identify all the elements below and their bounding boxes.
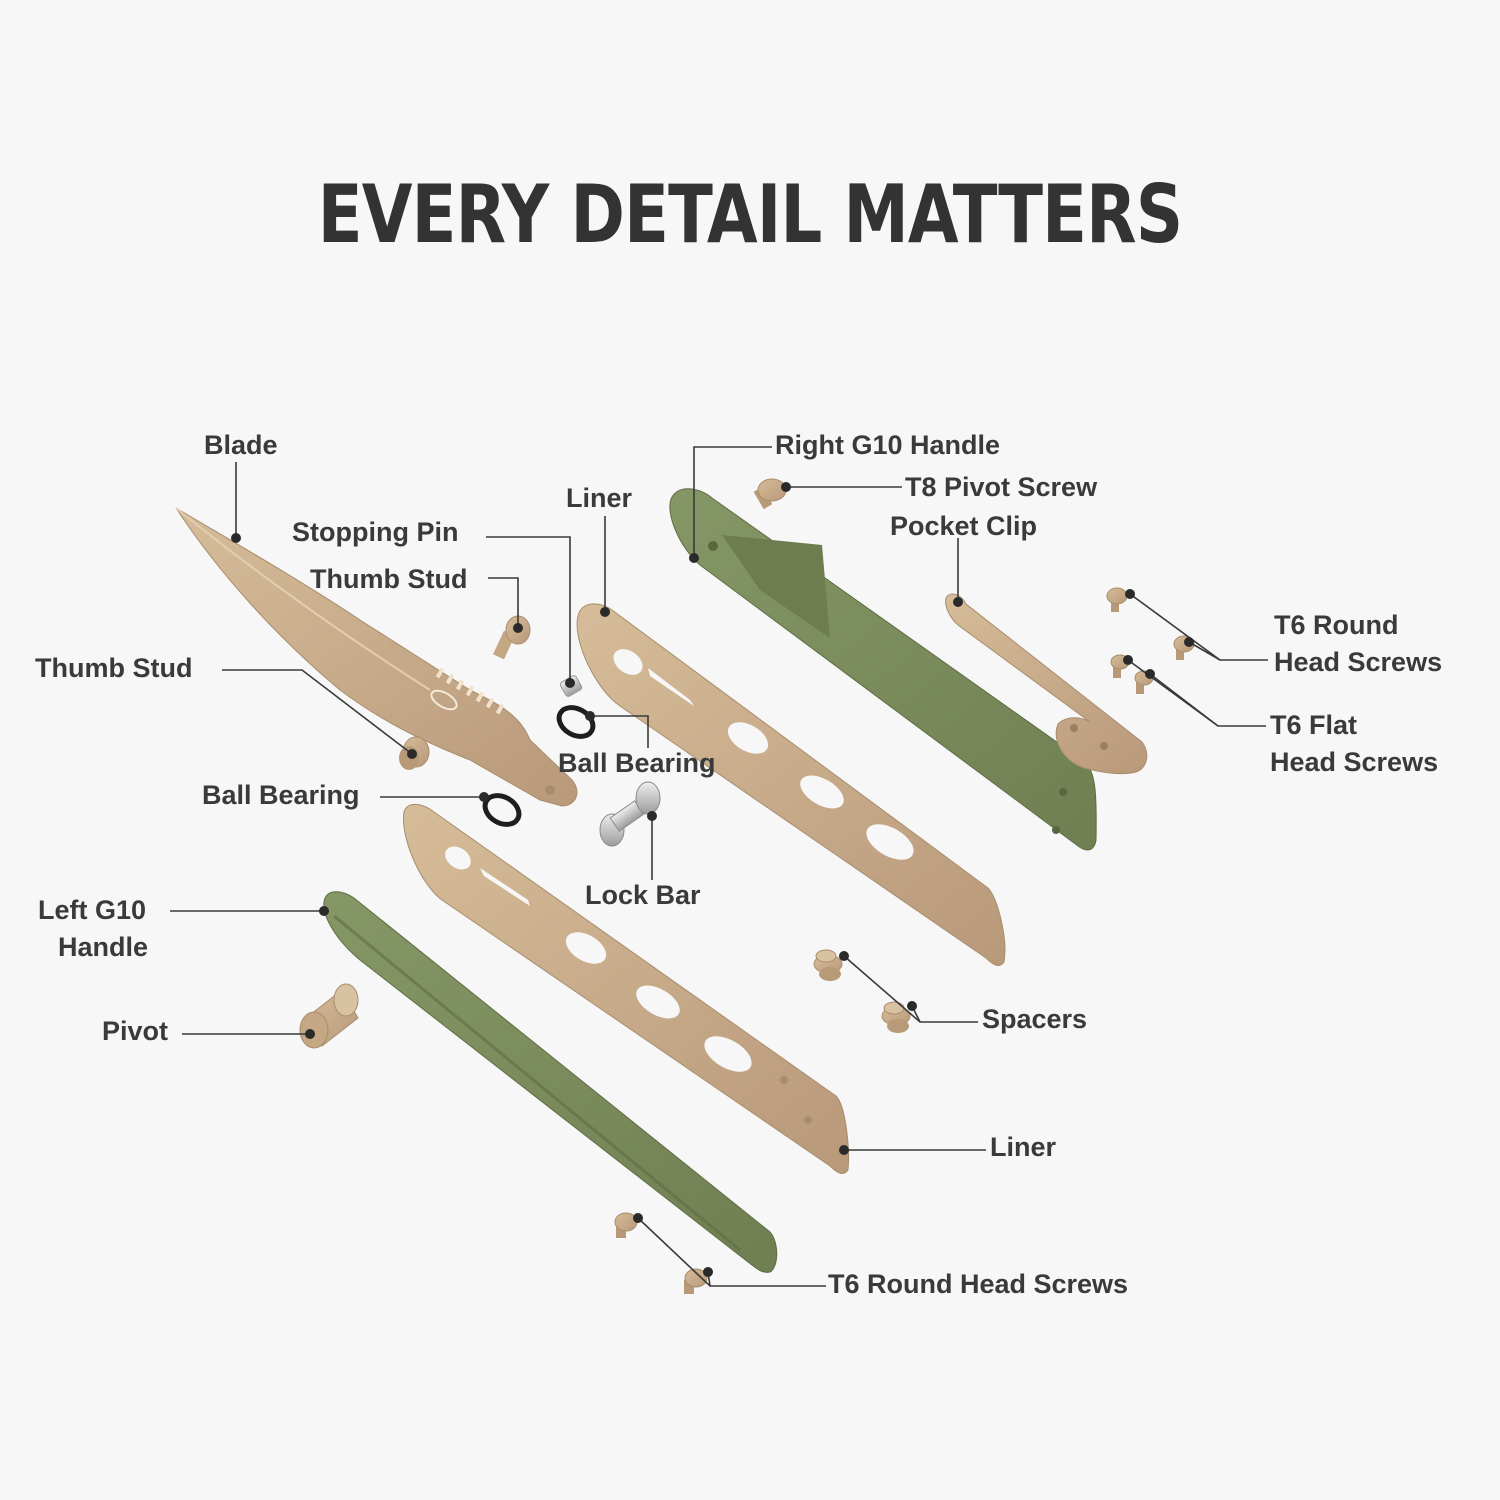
t8-pivot-screw-part [753,478,787,510]
thumb-stud-upper-part [493,615,531,660]
label-liner-upper: Liner [566,483,633,513]
label-thumb-stud-left: Thumb Stud [35,653,192,683]
label-blade: Blade [204,430,278,460]
blade-part [175,507,578,807]
lock-bar-part [599,781,661,847]
t6-round-head-screws-top-part [1106,587,1195,660]
label-t8-pivot-screw: T8 Pivot Screw [905,472,1098,502]
left-g10-handle-part [323,891,778,1273]
label-thumb-stud-upper: Thumb Stud [310,564,467,594]
label-t6-round-head-screws-bottom: T6 Round Head Screws [828,1269,1128,1299]
part-labels: Blade Stopping Pin Thumb Stud Liner Thum… [35,430,1442,1299]
label-ball-bearing-right: Ball Bearing [558,748,716,778]
ball-bearing-right-part [556,705,596,739]
label-t6-flat-head-screws-2: Head Screws [1270,747,1438,777]
label-pocket-clip: Pocket Clip [890,511,1037,541]
label-spacers: Spacers [982,1004,1087,1034]
label-t6-flat-head-screws-1: T6 Flat [1270,710,1357,740]
label-t6-round-head-screws-top-1: T6 Round [1274,610,1398,640]
page-title: EVERY DETAIL MATTERS [317,168,1183,261]
right-g10-handle-part [669,488,1097,851]
label-liner-lower: Liner [990,1132,1057,1162]
lower-liner-part [402,804,849,1174]
label-left-g10-handle-1: Left G10 [38,895,146,925]
t6-round-head-screws-bottom-part [614,1212,708,1294]
label-right-g10-handle: Right G10 Handle [775,430,1000,460]
leader-dots [231,482,1194,1277]
label-stopping-pin: Stopping Pin [292,517,458,547]
label-t6-round-head-screws-top-2: Head Screws [1274,647,1442,677]
label-left-g10-handle-2: Handle [58,932,148,962]
spacers-part [813,949,911,1033]
pocket-clip-part [945,593,1148,775]
leader-lines [170,446,1268,1287]
upper-liner-part [576,603,1006,966]
label-pivot: Pivot [102,1016,168,1046]
label-ball-bearing-left: Ball Bearing [202,780,360,810]
label-lock-bar: Lock Bar [585,880,701,910]
pivot-part [299,983,359,1049]
